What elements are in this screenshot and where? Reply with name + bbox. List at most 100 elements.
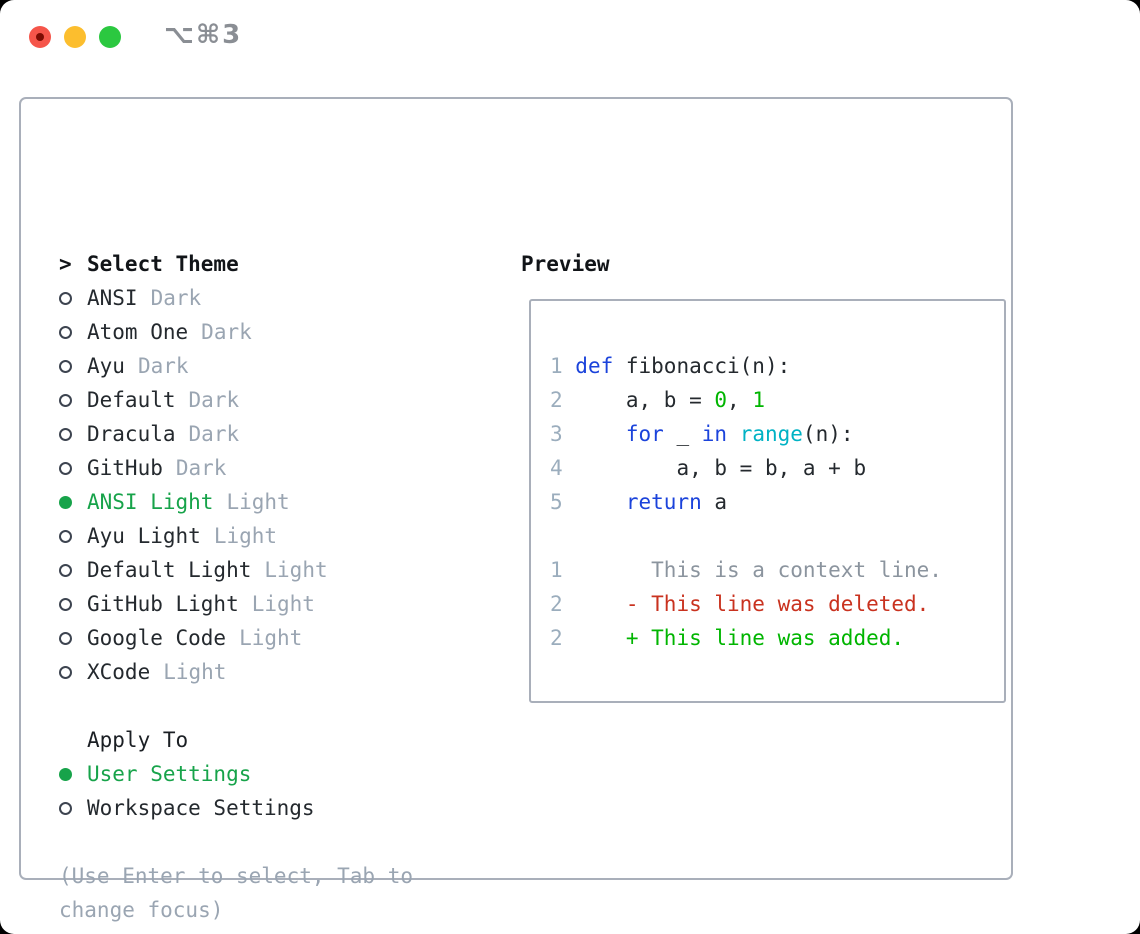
theme-variant-tag: Light xyxy=(239,626,303,650)
line-number: 3 xyxy=(550,422,576,446)
theme-option[interactable]: Default Light Light xyxy=(59,553,328,587)
code-line: 5 return a xyxy=(550,485,942,519)
apply-to-option[interactable]: User Settings xyxy=(59,757,315,791)
radio-icon xyxy=(59,349,87,383)
theme-option-label: ANSI Light xyxy=(87,490,214,514)
code-segment-keyword: def xyxy=(575,354,614,378)
minimize-button[interactable] xyxy=(64,26,86,48)
code-segment-fg: a xyxy=(701,490,728,514)
code-segment-added: + This line was added. xyxy=(575,626,905,650)
code-segment-builtin: range xyxy=(739,422,803,446)
code-segment-fg xyxy=(575,490,626,514)
theme-option-label: Ayu xyxy=(87,354,125,378)
theme-variant-tag: Light xyxy=(264,558,328,582)
theme-option[interactable]: GitHub Light Light xyxy=(59,587,328,621)
theme-variant-tag: Light xyxy=(163,660,227,684)
theme-variant-tag: Dark xyxy=(188,422,240,446)
code-segment-fg: a, b = xyxy=(575,388,715,412)
code-line: 1 This is a context line. xyxy=(550,553,942,587)
radio-icon xyxy=(59,553,87,587)
theme-option[interactable]: Ayu Dark xyxy=(59,349,328,383)
theme-variant-tag: Dark xyxy=(175,456,227,480)
line-number: 1 xyxy=(550,558,576,582)
window-title-shortcut: ⌥⌘3 xyxy=(164,20,243,50)
code-segment-keyword: in xyxy=(701,422,728,446)
line-number: 2 xyxy=(550,592,576,616)
line-number: 4 xyxy=(550,456,576,480)
theme-option-label: Default Light xyxy=(87,558,252,582)
code-line: 2 - This line was deleted. xyxy=(550,587,942,621)
theme-variant-tag: Dark xyxy=(188,388,240,412)
theme-list-header: > Select Theme xyxy=(59,247,328,281)
theme-variant-tag: Dark xyxy=(201,320,252,344)
theme-option[interactable]: ANSI Dark xyxy=(59,281,328,315)
code-line: 2 + This line was added. xyxy=(550,621,942,655)
radio-icon xyxy=(59,417,87,451)
code-line: 3 for _ in range(n): xyxy=(550,417,942,451)
preview-title: Preview xyxy=(521,252,610,276)
code-line: 2 a, b = 0, 1 xyxy=(550,383,942,417)
theme-option-label: Ayu Light xyxy=(87,524,201,548)
code-segment-fg: a, b = b, a + b xyxy=(575,456,867,480)
apply-to-option[interactable]: Workspace Settings xyxy=(59,791,315,825)
radio-icon xyxy=(59,383,87,417)
radio-selected-icon xyxy=(59,485,87,519)
close-button[interactable] xyxy=(29,26,51,48)
theme-option[interactable]: GitHub Dark xyxy=(59,451,328,485)
theme-option-label: Dracula xyxy=(87,422,176,446)
theme-option-label: ANSI xyxy=(87,286,138,310)
radio-icon xyxy=(59,519,87,553)
code-segment-deleted: - This line was deleted. xyxy=(575,592,930,616)
code-segment-number: 1 xyxy=(752,388,765,412)
theme-option-label: Default xyxy=(87,388,176,412)
code-segment-keyword: for xyxy=(625,422,664,446)
line-number: 1 xyxy=(550,354,576,378)
radio-icon xyxy=(59,587,87,621)
code-segment-keyword: return xyxy=(625,490,702,514)
line-number: 5 xyxy=(550,490,576,514)
code-line xyxy=(550,519,942,553)
theme-option-label: Atom One xyxy=(87,320,189,344)
theme-option[interactable]: Atom One Dark xyxy=(59,315,328,349)
theme-option-label: GitHub xyxy=(87,456,163,480)
apply-to-title: Apply To xyxy=(87,728,189,752)
radio-icon xyxy=(59,281,87,315)
theme-option[interactable]: XCode Light xyxy=(59,655,328,689)
theme-variant-tag: Light xyxy=(251,592,315,616)
zoom-button[interactable] xyxy=(99,26,121,48)
code-segment-fg xyxy=(575,422,626,446)
apply-to-option-label: Workspace Settings xyxy=(87,796,315,820)
theme-option[interactable]: Default Dark xyxy=(59,383,328,417)
code-segment-number: 0 xyxy=(714,388,728,412)
theme-list-title: Select Theme xyxy=(87,252,239,276)
theme-variant-tag: Dark xyxy=(150,286,202,310)
code-segment-context: This is a context line. xyxy=(575,558,942,582)
theme-variant-tag: Dark xyxy=(137,354,189,378)
code-line: 1 def fibonacci(n): xyxy=(550,349,942,383)
theme-option-label: XCode xyxy=(87,660,151,684)
code-segment-fg xyxy=(727,422,740,446)
radio-icon xyxy=(59,791,87,825)
radio-icon xyxy=(59,315,87,349)
theme-option[interactable]: Dracula Dark xyxy=(59,417,328,451)
unsaved-indicator-dot xyxy=(36,33,44,41)
radio-icon xyxy=(59,655,87,689)
radio-selected-icon xyxy=(59,757,87,791)
code-segment-fg: (n): xyxy=(802,422,854,446)
theme-option-label: GitHub Light xyxy=(87,592,239,616)
radio-icon xyxy=(59,621,87,655)
focus-chevron-icon: > xyxy=(59,252,72,276)
apply-to-option-label: User Settings xyxy=(87,762,252,786)
line-number: 2 xyxy=(550,626,576,650)
code-line: 4 a, b = b, a + b xyxy=(550,451,942,485)
code-segment-fg: _ xyxy=(663,422,702,446)
